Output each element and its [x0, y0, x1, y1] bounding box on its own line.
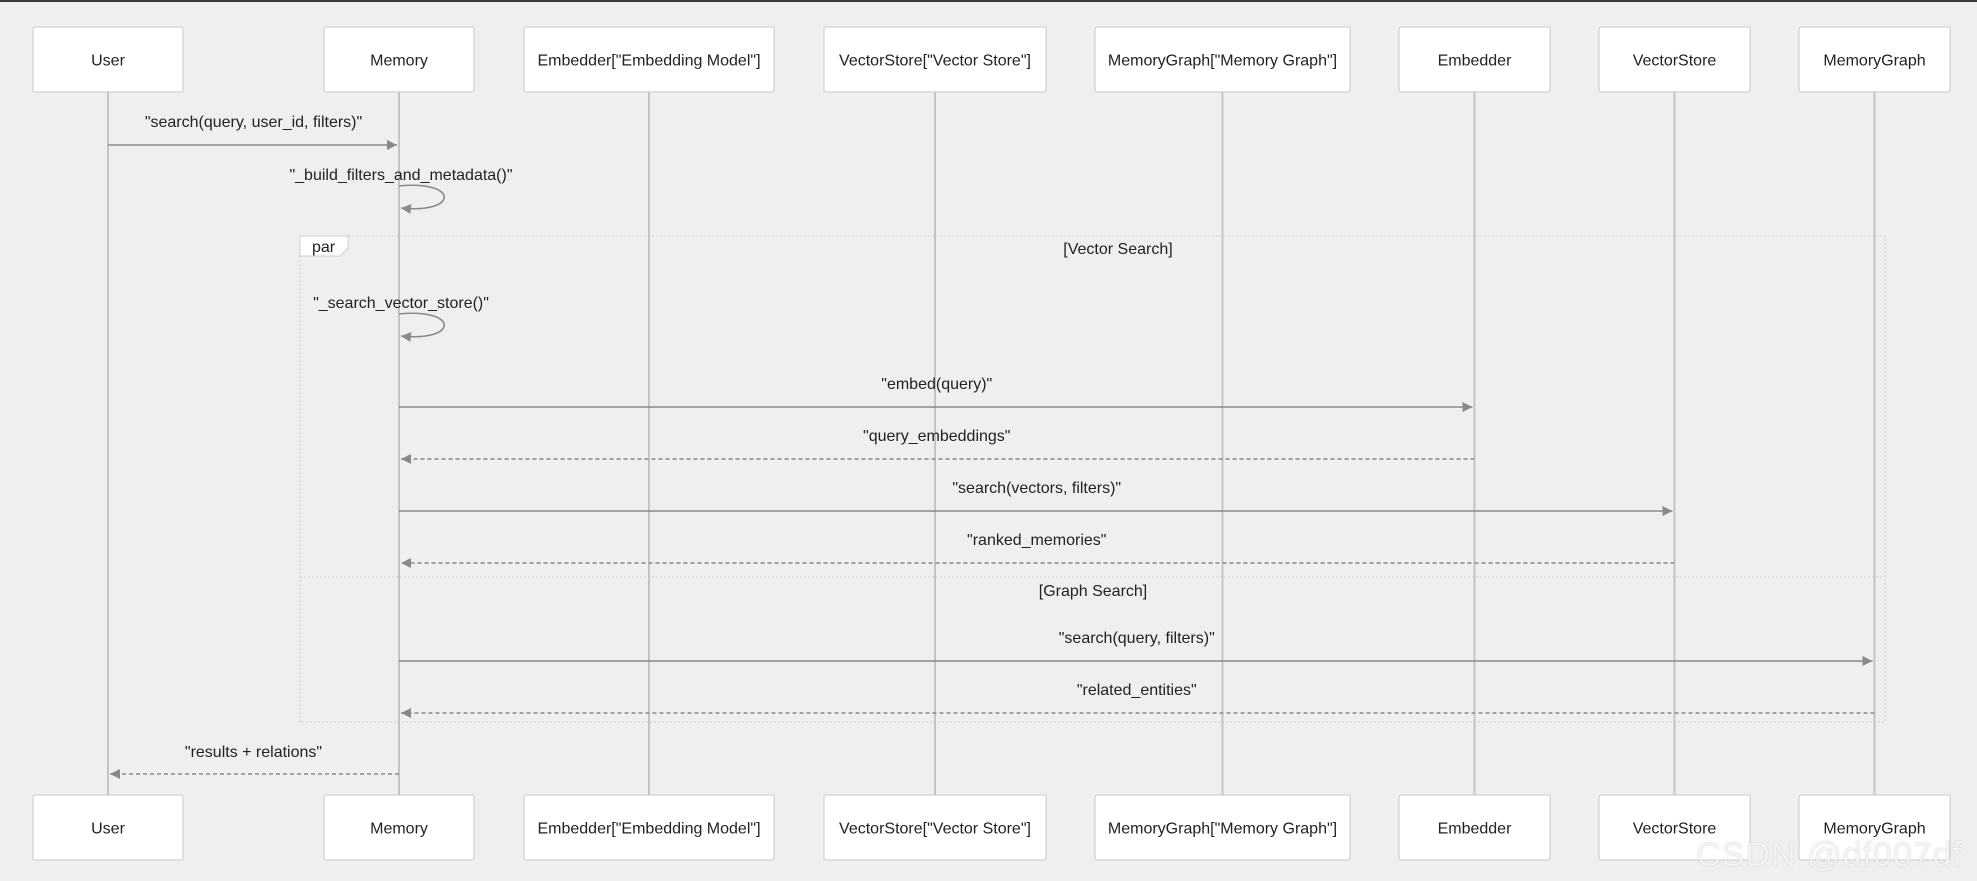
- par-frame-layer: par [Vector Search] [Graph Search]: [299, 235, 1886, 723]
- participant-rect: [323, 794, 475, 861]
- participant-box-bottom: User: [32, 794, 184, 861]
- participant-label: VectorStore["Vector Store"]: [839, 53, 1031, 70]
- message: "embed(query)": [399, 376, 1473, 412]
- message-label: "search(query, filters)": [1059, 630, 1215, 647]
- par-section-label: [Vector Search]: [1063, 241, 1172, 258]
- lifelines-layer: [107, 92, 1876, 795]
- participant-box-bottom: VectorStore["Vector Store"]: [823, 794, 1047, 861]
- participant-label: VectorStore["Vector Store"]: [839, 821, 1031, 838]
- participant-rect: [1598, 794, 1751, 861]
- watermark-text: CSDN @df007df: [1696, 836, 1963, 874]
- participant-rect: [1598, 26, 1751, 93]
- participant-box-top: Embedder["Embedding Model"]: [523, 26, 775, 93]
- participant-box-top: User: [32, 26, 184, 93]
- message-label: "search(query, user_id, filters)": [145, 114, 362, 131]
- message: "search(vectors, filters)": [399, 480, 1673, 516]
- participant-label: Embedder: [1438, 53, 1512, 70]
- message: "related_entities": [401, 682, 1875, 718]
- participant-rect: [523, 26, 775, 93]
- participant-rect: [523, 794, 775, 861]
- participant-box-top: VectorStore: [1598, 26, 1751, 93]
- participant-rect: [1094, 794, 1351, 861]
- participant-label: MemoryGraph: [1823, 53, 1925, 70]
- participant-box-top: VectorStore["Vector Store"]: [823, 26, 1047, 93]
- participant-rect: [823, 26, 1047, 93]
- participant-label: Memory: [370, 53, 428, 70]
- participant-rect: [1094, 26, 1351, 93]
- top-border: [0, 0, 1977, 2]
- message-label: "results + relations": [185, 744, 322, 761]
- participant-rect: [823, 794, 1047, 861]
- participant-rect: [1398, 794, 1551, 861]
- participant-label: MemoryGraph["Memory Graph"]: [1108, 53, 1337, 70]
- participant-label: VectorStore: [1633, 821, 1717, 838]
- message-label: "search(vectors, filters)": [952, 480, 1121, 497]
- participant-label: User: [91, 821, 125, 838]
- participant-box-top: Embedder: [1398, 26, 1551, 93]
- participant-box-top: Memory: [323, 26, 475, 93]
- participant-rect: [1798, 26, 1951, 93]
- participant-rect: [1798, 794, 1951, 861]
- participant-label: MemoryGraph["Memory Graph"]: [1108, 821, 1337, 838]
- participant-label: Embedder: [1438, 821, 1512, 838]
- par-frame: [299, 235, 1886, 723]
- message-label: "query_embeddings": [863, 428, 1010, 445]
- participant-box-bottom: VectorStore: [1598, 794, 1751, 861]
- par-section-label: [Graph Search]: [1039, 583, 1148, 600]
- participant-label: Embedder["Embedding Model"]: [537, 53, 760, 70]
- participant-label: Embedder["Embedding Model"]: [537, 821, 760, 838]
- participant-label: Memory: [370, 821, 428, 838]
- message: "_search_vector_store()": [313, 295, 489, 342]
- messages-layer: "search(query, user_id, filters)" "_build…: [108, 114, 1875, 779]
- participant-box-bottom: Embedder: [1398, 794, 1551, 861]
- par-frame-label: par: [312, 239, 336, 256]
- self-message-arrow: [398, 184, 445, 214]
- message: "query_embeddings": [401, 428, 1475, 464]
- participant-label: MemoryGraph: [1823, 821, 1925, 838]
- participant-rect: [32, 794, 184, 861]
- message-label: "_search_vector_store()": [313, 295, 489, 312]
- message-label: "ranked_memories": [967, 532, 1106, 549]
- message-label: "_build_filters_and_metadata()": [289, 167, 512, 184]
- participant-rect: [1398, 26, 1551, 93]
- participant-box-top: MemoryGraph: [1798, 26, 1951, 93]
- par-frame-tab: [299, 235, 349, 257]
- message: "search(query, user_id, filters)": [108, 114, 397, 150]
- participant-rect: [323, 26, 475, 93]
- participant-box-bottom: MemoryGraph: [1798, 794, 1951, 861]
- participant-box-top: MemoryGraph["Memory Graph"]: [1094, 26, 1351, 93]
- message: "search(query, filters)": [399, 630, 1873, 666]
- message: "results + relations": [110, 744, 399, 779]
- participant-label: User: [91, 53, 125, 70]
- message-label: "related_entities": [1077, 682, 1197, 699]
- message: "ranked_memories": [401, 532, 1675, 568]
- participant-box-bottom: MemoryGraph["Memory Graph"]: [1094, 794, 1351, 861]
- self-message-arrow: [398, 312, 445, 342]
- message-label: "embed(query)": [881, 376, 992, 393]
- participant-box-bottom: Memory: [323, 794, 475, 861]
- participant-rect: [32, 26, 184, 93]
- participants-layer: UserUserMemoryMemoryEmbedder["Embedding …: [32, 26, 1951, 861]
- participant-box-bottom: Embedder["Embedding Model"]: [523, 794, 775, 861]
- participant-label: VectorStore: [1633, 53, 1717, 70]
- message: "_build_filters_and_metadata()": [289, 167, 513, 214]
